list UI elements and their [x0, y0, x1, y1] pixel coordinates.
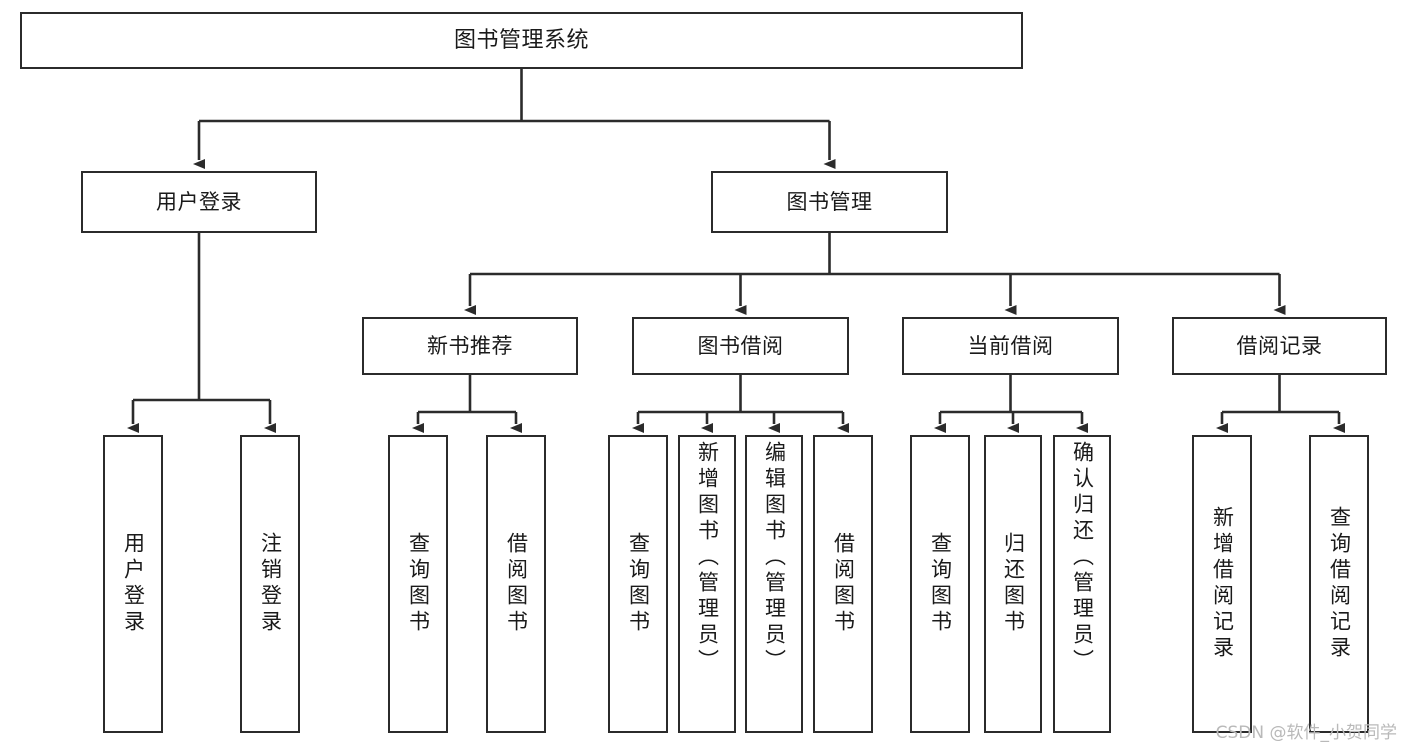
node-borrow-record[interactable]: 借阅记录 — [1172, 317, 1387, 375]
node-label-book-manage: 图书管理 — [786, 189, 873, 214]
node-leaf-add-borrow-record[interactable]: 新增借阅记录 — [1192, 435, 1252, 733]
node-label-leaf-confirm-return-admin: 确认归还（管理员） — [1070, 441, 1095, 675]
node-user-login[interactable]: 用户登录 — [81, 171, 317, 233]
node-root[interactable]: 图书管理系统 — [20, 12, 1023, 69]
node-label-leaf-logout-login: 注销登录 — [258, 532, 283, 636]
node-leaf-borrow-book-2[interactable]: 借阅图书 — [813, 435, 873, 733]
node-label-leaf-return-book: 归还图书 — [1001, 532, 1026, 636]
node-leaf-edit-book-admin[interactable]: 编辑图书（管理员） — [745, 435, 803, 733]
node-label-leaf-user-login: 用户登录 — [121, 532, 146, 636]
node-leaf-borrow-book-1[interactable]: 借阅图书 — [486, 435, 546, 733]
node-book-borrow[interactable]: 图书借阅 — [632, 317, 849, 375]
node-label-leaf-add-book-admin: 新增图书（管理员） — [695, 441, 720, 675]
node-leaf-query-book-3[interactable]: 查询图书 — [910, 435, 970, 733]
node-label-current-borrow: 当前借阅 — [967, 333, 1054, 358]
node-leaf-return-book[interactable]: 归还图书 — [984, 435, 1042, 733]
node-leaf-confirm-return-admin[interactable]: 确认归还（管理员） — [1053, 435, 1111, 733]
node-current-borrow[interactable]: 当前借阅 — [902, 317, 1119, 375]
node-label-leaf-query-book-3: 查询图书 — [928, 532, 953, 636]
node-label-leaf-add-borrow-record: 新增借阅记录 — [1210, 506, 1235, 662]
node-label-leaf-edit-book-admin: 编辑图书（管理员） — [762, 441, 787, 675]
node-label-borrow-record: 借阅记录 — [1236, 333, 1323, 358]
node-label-leaf-borrow-book-2: 借阅图书 — [831, 532, 856, 636]
node-leaf-query-book-1[interactable]: 查询图书 — [388, 435, 448, 733]
node-leaf-logout-login[interactable]: 注销登录 — [240, 435, 300, 733]
watermark-label: CSDN @软件_小贺同学 — [1215, 723, 1397, 743]
node-leaf-query-borrow-record[interactable]: 查询借阅记录 — [1309, 435, 1369, 733]
node-label-root: 图书管理系统 — [453, 27, 589, 53]
node-label-leaf-query-book-2: 查询图书 — [626, 532, 651, 636]
node-new-book-recommend[interactable]: 新书推荐 — [362, 317, 578, 375]
node-book-manage[interactable]: 图书管理 — [711, 171, 948, 233]
node-label-new-book-recommend: 新书推荐 — [427, 333, 513, 358]
node-label-leaf-query-book-1: 查询图书 — [406, 532, 431, 636]
node-label-leaf-query-borrow-record: 查询借阅记录 — [1327, 506, 1352, 662]
node-label-user-login: 用户登录 — [156, 189, 242, 214]
node-label-book-borrow: 图书借阅 — [697, 333, 784, 358]
node-label-leaf-borrow-book-1: 借阅图书 — [504, 532, 529, 636]
node-leaf-add-book-admin[interactable]: 新增图书（管理员） — [678, 435, 736, 733]
node-leaf-user-login[interactable]: 用户登录 — [103, 435, 163, 733]
node-leaf-query-book-2[interactable]: 查询图书 — [608, 435, 668, 733]
